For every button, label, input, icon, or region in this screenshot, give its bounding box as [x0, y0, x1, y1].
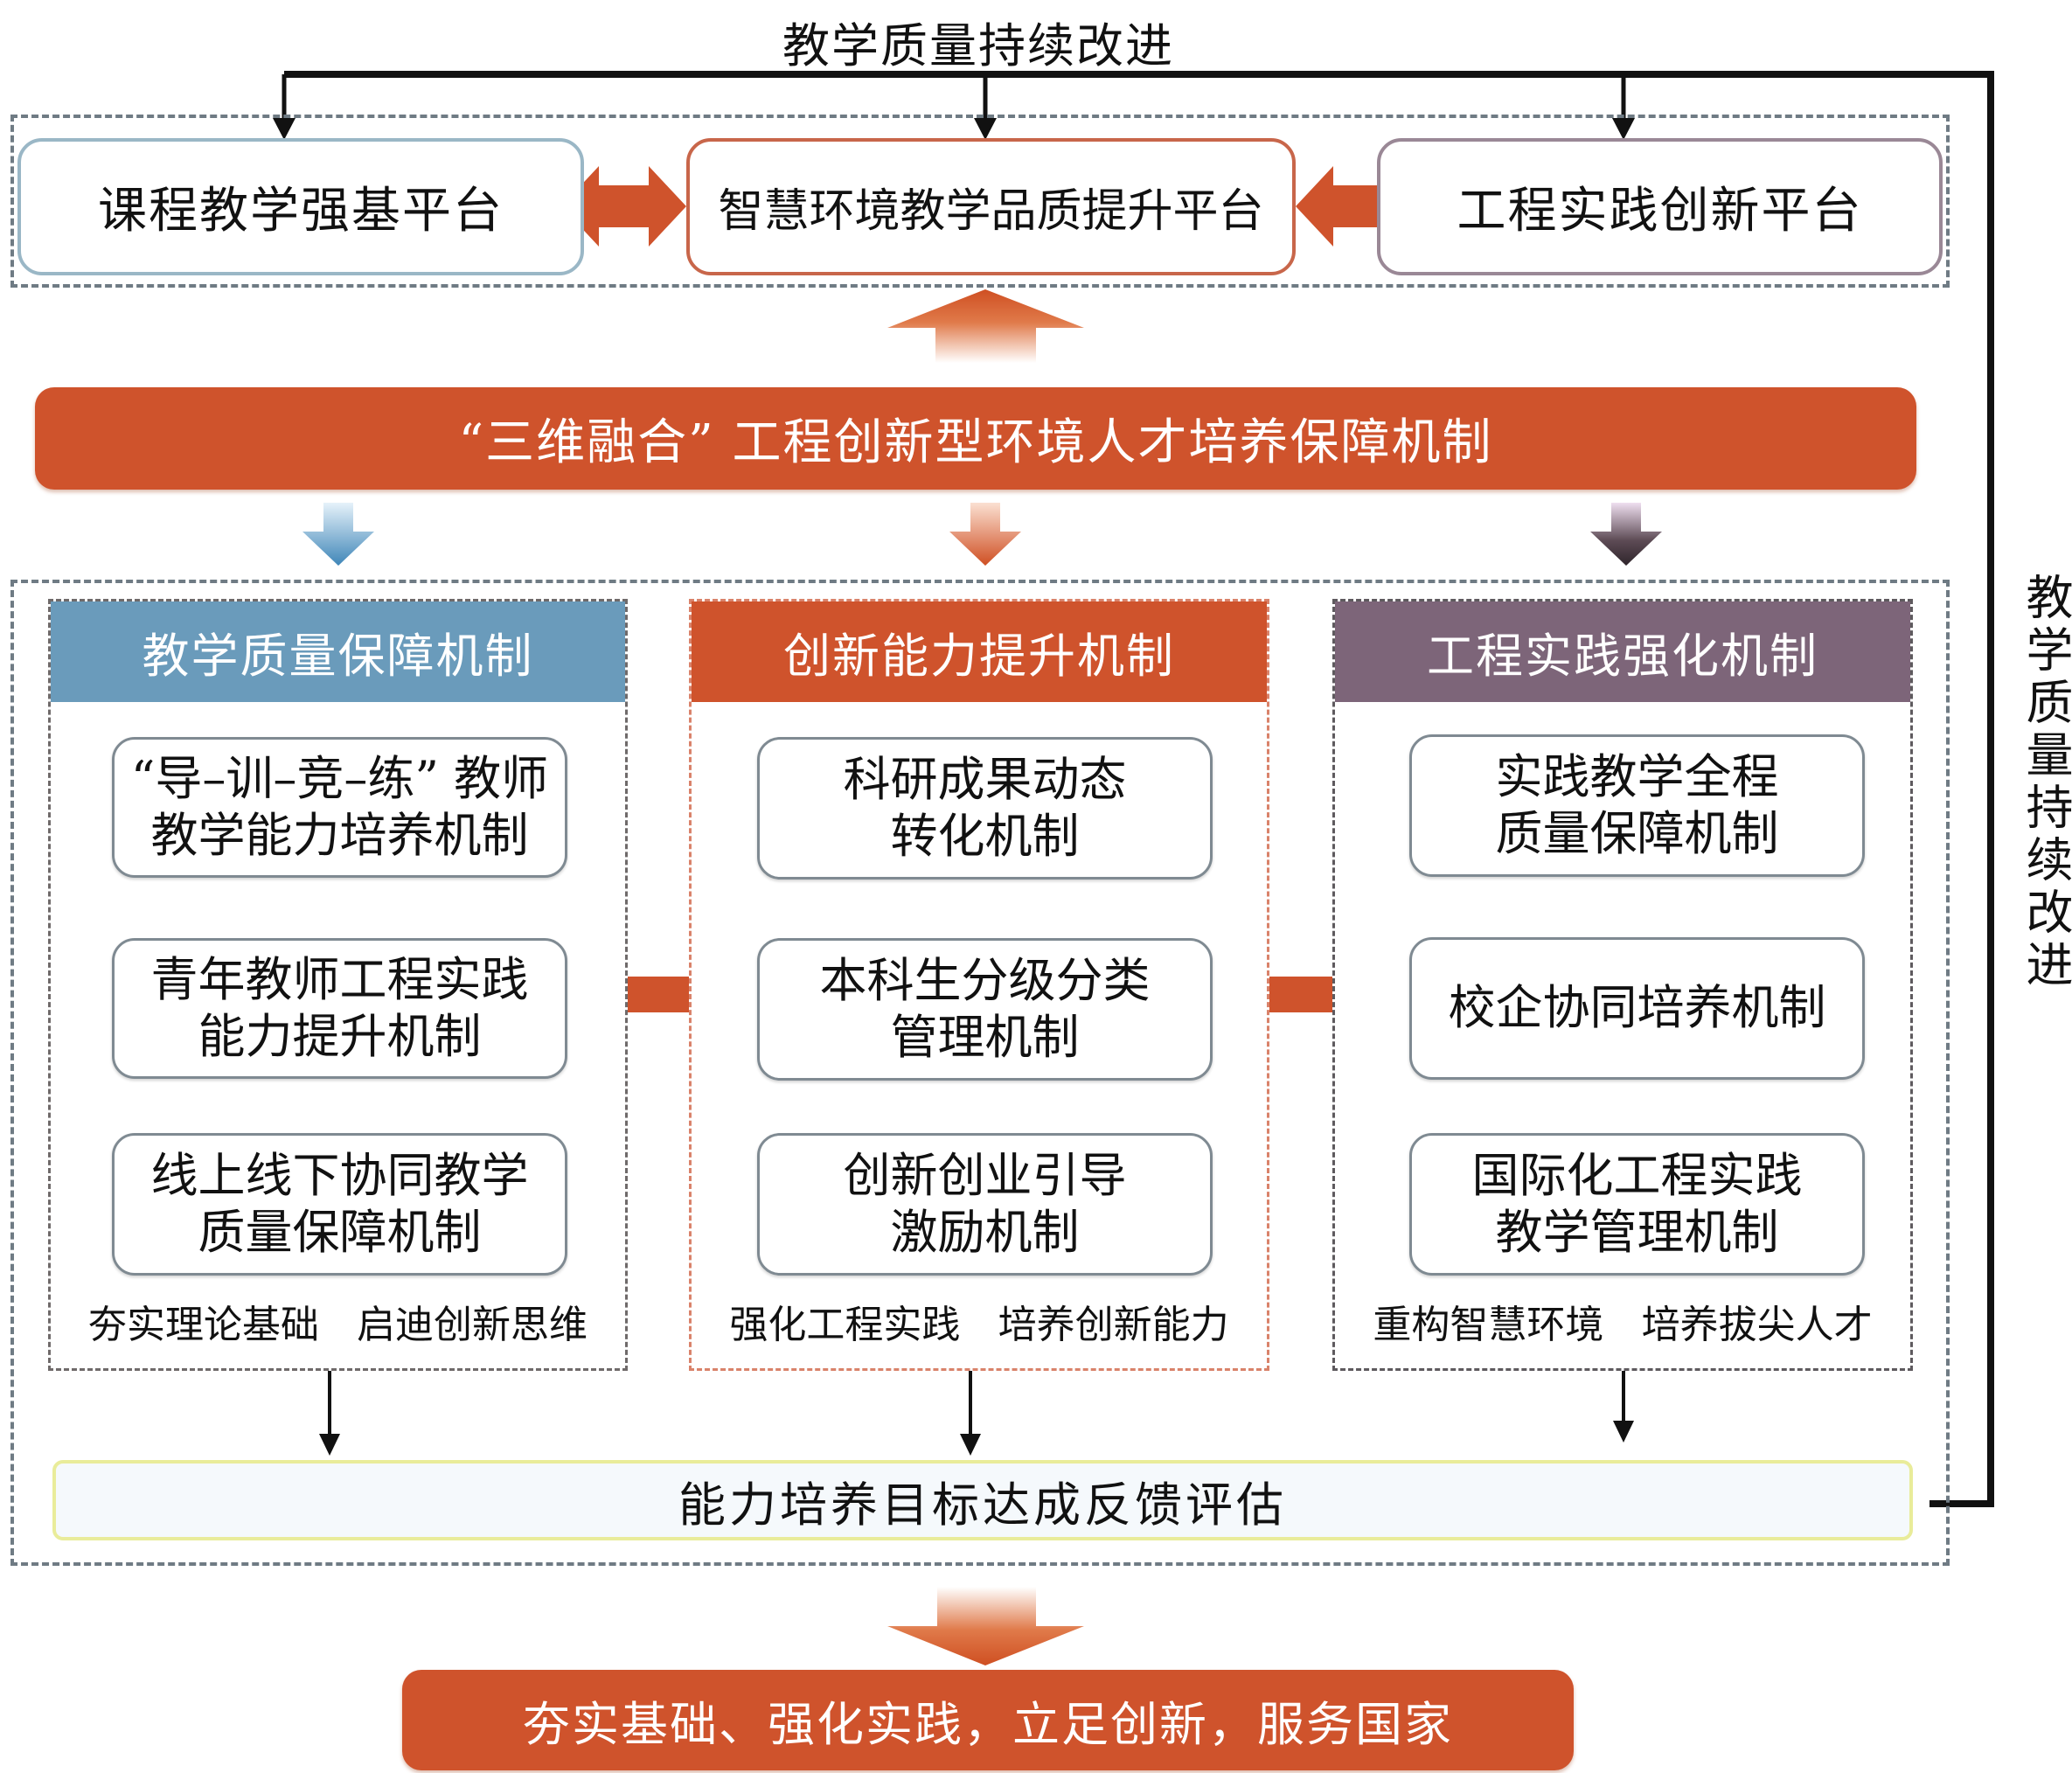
column-teaching-quality: 教学质量保障机制 “导–训–竞–练” 教师 教学能力培养机制 青年教师工程实践 … — [48, 599, 628, 1371]
outcome-label: 夯实基础、强化实践，立足创新，服务国家 — [523, 1697, 1453, 1752]
column-goals: 强化工程实践 培养创新能力 — [692, 1293, 1267, 1349]
mechanism-line: 科研成果动态 — [843, 751, 1127, 807]
goal-label: 培养创新能力 — [998, 1303, 1229, 1347]
column-header-label: 创新能力提升机制 — [783, 629, 1175, 684]
double-arrow-icon — [561, 166, 686, 247]
mechanism-box[interactable]: “导–训–竞–练” 教师 教学能力培养机制 — [112, 737, 567, 878]
mechanism-line: 教学管理机制 — [1495, 1204, 1779, 1260]
arrowhead-col-1 — [319, 1434, 340, 1456]
column-goals: 夯实理论基础 启迪创新思维 — [51, 1293, 625, 1349]
goal-label: 启迪创新思维 — [357, 1303, 588, 1347]
mechanism-line: 激励机制 — [890, 1204, 1080, 1260]
feedback-loop-line — [284, 71, 1994, 1507]
platform-label: 工程实践创新平台 — [1457, 183, 1863, 240]
mechanism-line: “导–训–竞–练” 教师 — [130, 750, 549, 806]
column-header-label: 工程实践强化机制 — [1427, 629, 1818, 684]
platform-course-teaching[interactable]: 课程教学强基平台 — [17, 138, 584, 275]
goal-label: 夯实理论基础 — [88, 1303, 319, 1347]
arrowhead-1 — [273, 118, 296, 140]
mechanisms-container — [10, 580, 1950, 1566]
column-header: 教学质量保障机制 — [51, 601, 625, 702]
mechanism-line: 转化机制 — [890, 808, 1080, 864]
mechanism-box[interactable]: 创新创业引导 激励机制 — [757, 1133, 1213, 1276]
up-arrow-icon — [887, 289, 1084, 363]
column-header-label: 教学质量保障机制 — [142, 629, 534, 684]
goal-label: 强化工程实践 — [729, 1303, 961, 1347]
mechanism-box[interactable]: 青年教师工程实践 能力提升机制 — [112, 938, 567, 1079]
platforms-container — [10, 115, 1950, 288]
feedback-top-label: 教学质量持续改进 — [782, 18, 1174, 73]
double-arrow-icon — [597, 957, 726, 1032]
mechanism-box[interactable]: 科研成果动态 转化机制 — [757, 737, 1213, 880]
column-header: 工程实践强化机制 — [1335, 601, 1910, 702]
mechanism-line: 质量保障机制 — [198, 1204, 482, 1260]
mechanism-box[interactable]: 国际化工程实践 教学管理机制 — [1409, 1133, 1865, 1276]
outcome-box[interactable]: 夯实基础、强化实践，立足创新，服务国家 — [402, 1670, 1574, 1770]
platform-smart-environment[interactable]: 智慧环境教学品质提升平台 — [686, 138, 1296, 275]
mechanism-line: 能力提升机制 — [198, 1008, 482, 1064]
goal-label: 重构智慧环境 — [1373, 1303, 1604, 1347]
mechanism-box[interactable]: 实践教学全程 质量保障机制 — [1409, 734, 1865, 877]
down-arrow-blue-icon — [302, 503, 374, 566]
double-arrow-icon — [1237, 957, 1366, 1032]
final-down-arrow-icon — [887, 1587, 1084, 1665]
platform-engineering-practice[interactable]: 工程实践创新平台 — [1377, 138, 1943, 275]
platform-label: 课程教学强基平台 — [98, 183, 504, 240]
mechanism-line: 本科生分级分类 — [819, 952, 1151, 1008]
goal-label: 培养拔尖人才 — [1641, 1303, 1873, 1347]
column-goals: 重构智慧环境 培养拔尖人才 — [1335, 1293, 1910, 1349]
mechanism-banner[interactable]: “三维融合” 工程创新型环境人才培养保障机制 — [35, 387, 1916, 490]
mechanism-line: 国际化工程实践 — [1471, 1147, 1803, 1203]
column-innovation-ability: 创新能力提升机制 科研成果动态 转化机制 本科生分级分类 管理机制 创新创业引导… — [689, 599, 1269, 1371]
evaluation-label: 能力培养目标达成反馈评估 — [678, 1477, 1287, 1533]
mechanism-line: 创新创业引导 — [843, 1147, 1127, 1203]
mechanism-line: 青年教师工程实践 — [150, 951, 529, 1007]
column-header: 创新能力提升机制 — [692, 601, 1267, 702]
column-engineering-practice: 工程实践强化机制 实践教学全程 质量保障机制 校企协同培养机制 国际化工程实践 … — [1332, 599, 1913, 1371]
banner-label: “三维融合” 工程创新型环境人才培养保障机制 — [458, 414, 1493, 471]
mechanism-line: 实践教学全程 — [1495, 748, 1779, 804]
feedback-side-label: 教学质量持续改进 — [2018, 573, 2072, 992]
mechanism-line: 校企协同培养机制 — [1448, 980, 1826, 1036]
platform-label: 智慧环境教学品质提升平台 — [718, 185, 1264, 238]
down-arrow-orange-icon — [949, 503, 1021, 566]
arrowhead-3 — [1612, 118, 1635, 140]
mechanism-box[interactable]: 本科生分级分类 管理机制 — [757, 938, 1213, 1081]
mechanism-line: 管理机制 — [890, 1009, 1080, 1065]
arrowhead-col-3 — [1613, 1421, 1634, 1443]
mechanism-line: 教学能力培养机制 — [150, 807, 529, 863]
down-arrow-dark-icon — [1590, 503, 1662, 566]
mechanism-box[interactable]: 校企协同培养机制 — [1409, 937, 1865, 1080]
evaluation-bar[interactable]: 能力培养目标达成反馈评估 — [52, 1460, 1913, 1540]
mechanism-box[interactable]: 线上线下协同教学 质量保障机制 — [112, 1133, 567, 1276]
arrowhead-col-2 — [960, 1434, 981, 1456]
arrowhead-2 — [974, 118, 997, 140]
mechanism-line: 质量保障机制 — [1495, 805, 1779, 861]
mechanism-line: 线上线下协同教学 — [150, 1147, 529, 1203]
